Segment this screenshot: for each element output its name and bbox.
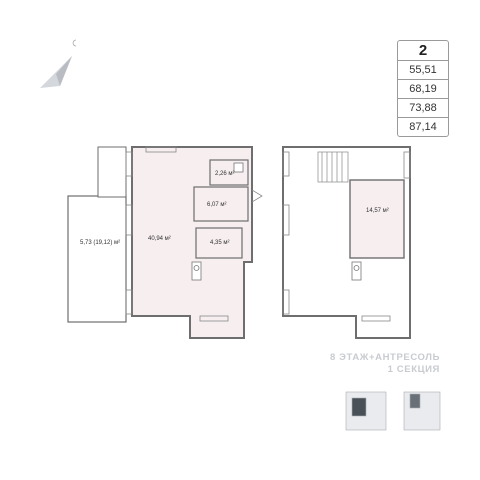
area-value: 55,51 xyxy=(398,60,448,79)
area-value: 73,88 xyxy=(398,98,448,117)
area-value: 68,19 xyxy=(398,79,448,98)
floor-caption-line: 1 СЕКЦИЯ xyxy=(387,364,440,375)
storage-room xyxy=(195,227,243,259)
north-arrow-icon xyxy=(40,39,77,88)
terrace-room xyxy=(67,195,127,323)
section-thumbnails xyxy=(345,391,441,431)
mezzanine-room xyxy=(349,179,405,259)
floor-caption-line: 8 ЭТАЖ+АНТРЕСОЛЬ xyxy=(330,352,440,363)
room-area-label: 6,07 м² xyxy=(207,202,226,208)
unit-area-table: 2 55,51 68,19 73,88 87,14 xyxy=(397,40,449,137)
hallway xyxy=(193,186,249,222)
rooms-count: 2 xyxy=(418,42,428,59)
room-area-label: 5,73 (19,12) м² xyxy=(80,240,120,246)
room-area-label: 40,94 м² xyxy=(148,236,171,242)
lower-floor-plan: 5,73 (19,12) м² 40,94 м² 2,26 м² 6,07 м²… xyxy=(67,146,263,339)
staircase xyxy=(317,151,349,183)
room-area-label: 14,57 м² xyxy=(366,208,389,214)
area-value: 87,14 xyxy=(398,117,448,136)
floor-caption: 8 ЭТАЖ+АНТРЕСОЛЬ 1 СЕКЦИЯ xyxy=(300,352,440,376)
mezzanine-plan: 14,57 м² xyxy=(282,146,411,339)
room-area-label: 2,26 м² xyxy=(215,171,234,177)
room-area-label: 4,35 м² xyxy=(210,240,229,246)
